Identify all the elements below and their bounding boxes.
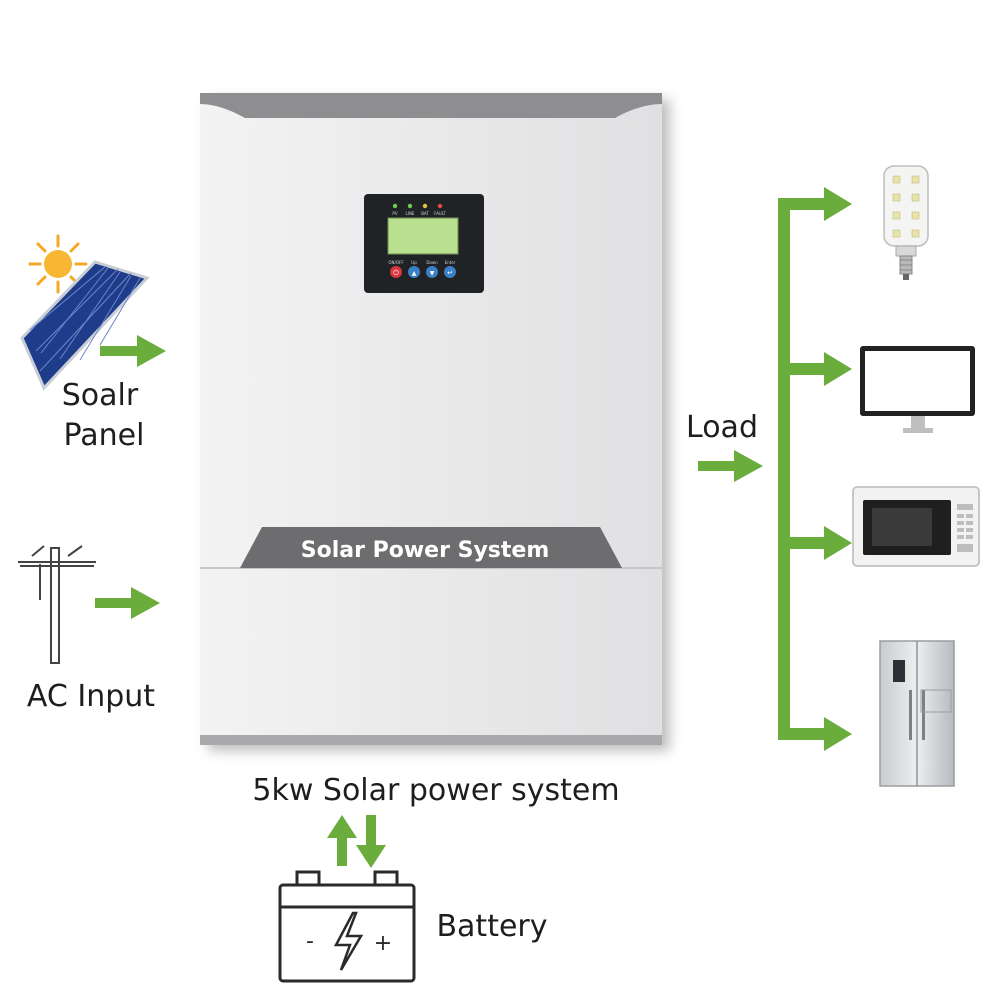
bulb-icon xyxy=(883,165,929,280)
onoff-button[interactable] xyxy=(390,266,402,278)
inverter-unit: Solar Power System xyxy=(200,93,662,745)
lcd-screen xyxy=(387,217,459,255)
battery-discharge-arrow xyxy=(356,815,386,868)
inverter-body xyxy=(200,93,662,745)
monitor-feed-arrow xyxy=(790,352,852,386)
solar-panel-label-line1: Soalr xyxy=(62,378,139,413)
down-icon: ▼ xyxy=(430,270,435,277)
enter-icon: ↵ xyxy=(447,269,453,277)
led-bat xyxy=(422,203,428,209)
solar-panel-label-line2: Panel xyxy=(64,418,145,453)
button-label-onoff: ON/OFF xyxy=(388,260,404,265)
battery-icon xyxy=(278,870,416,983)
load-arrow xyxy=(698,450,763,482)
ac-input-arrow xyxy=(95,587,160,619)
solar-panel-icon xyxy=(20,260,150,391)
inverter-top-trim xyxy=(200,93,662,118)
inverter-label-band xyxy=(240,527,622,568)
down-button[interactable] xyxy=(426,266,438,278)
fridge-feed-arrow xyxy=(778,717,852,751)
led-label-line: LINE xyxy=(406,211,415,216)
microwave-icon xyxy=(852,486,980,567)
led-pv xyxy=(392,203,398,209)
button-label-enter: Enter xyxy=(445,260,456,265)
led-line xyxy=(407,203,413,209)
led-fault xyxy=(437,203,443,209)
microwave-feed-arrow xyxy=(790,526,852,560)
button-label-down: Down xyxy=(426,260,438,265)
led-label-bat: BAT xyxy=(421,211,429,216)
system-caption: 5kw Solar power system xyxy=(252,773,619,808)
monitor-icon xyxy=(860,346,975,433)
control-panel: PV LINE BAT FAULT ON/OFF Up Down Enter ⏻… xyxy=(364,194,484,293)
battery-minus-sign: - xyxy=(306,929,314,954)
battery-charge-arrow xyxy=(327,815,357,866)
power-icon: ⏻ xyxy=(393,269,399,277)
led-label-pv: PV xyxy=(392,211,397,216)
enter-button[interactable] xyxy=(444,266,456,278)
up-icon: ▲ xyxy=(412,270,417,277)
load-distribution-bus xyxy=(778,187,852,751)
battery-plus-sign: + xyxy=(374,931,392,956)
ac-input-label: AC Input xyxy=(27,679,155,714)
solar-input-arrow xyxy=(100,335,166,367)
up-button[interactable] xyxy=(408,266,420,278)
led-label-fault: FAULT xyxy=(434,211,446,216)
battery-label: Battery xyxy=(436,909,547,944)
bulb-feed-arrow xyxy=(778,187,852,221)
sun-icon xyxy=(28,234,88,294)
fridge-icon xyxy=(879,640,955,787)
inverter-bottom-trim xyxy=(200,735,662,745)
load-label: Load xyxy=(686,410,758,445)
utility-pole-icon xyxy=(18,545,96,664)
inverter-band-text: Solar Power System xyxy=(301,538,550,563)
button-label-up: Up xyxy=(411,260,417,265)
